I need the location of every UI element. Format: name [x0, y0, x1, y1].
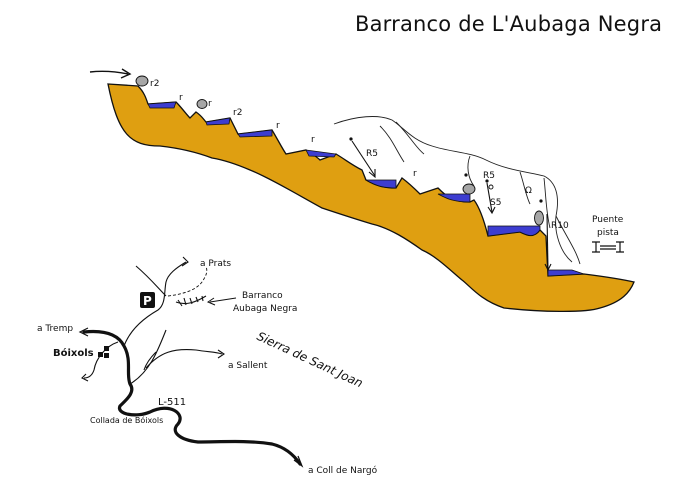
boulder-4	[534, 210, 544, 226]
anchor-3	[485, 179, 489, 183]
village-icon	[98, 346, 109, 358]
label-sierra: Sierra de Sant Joan	[255, 329, 365, 390]
bridge-icon	[592, 241, 624, 253]
boulder-3	[462, 183, 476, 195]
road-to-sallent	[145, 348, 223, 369]
label-omega: Ω	[525, 186, 532, 196]
entry-arrow	[89, 68, 132, 79]
ring-anchor	[488, 184, 494, 190]
parking-label: P	[143, 294, 152, 308]
label-s5: S5	[490, 198, 501, 208]
pool-3	[237, 129, 273, 138]
anchor-1	[349, 137, 353, 141]
pool-1	[147, 101, 177, 109]
label-r5-b: R5	[483, 171, 495, 181]
label-prats: a Prats	[200, 259, 231, 269]
label-r-e: r	[413, 169, 417, 179]
pool-4	[305, 149, 337, 158]
water-pools	[147, 101, 585, 277]
road-l511	[82, 329, 302, 466]
pool-8	[547, 269, 585, 277]
rappel-arrows	[351, 140, 552, 272]
label-r5-a: R5	[366, 149, 378, 159]
label-barranco-line1: Barranco	[242, 291, 283, 301]
canyon-rock-body	[107, 83, 635, 313]
location-map: P a Prats Barranco Aubaga Negra a Tremp …	[37, 256, 378, 476]
label-tremp: a Tremp	[37, 324, 73, 334]
canyon-stream-icon	[175, 295, 207, 307]
canyon-wall-lines	[333, 116, 581, 265]
bridge: Puente pista	[592, 215, 624, 253]
label-r-b: r	[208, 99, 212, 109]
label-barranco-line2: Aubaga Negra	[233, 304, 297, 314]
anchor-4	[539, 199, 543, 203]
label-collada: Collada de Bóixols	[90, 415, 163, 425]
label-road: L-511	[158, 397, 186, 408]
road-branch	[129, 329, 167, 385]
profile-labels: r2 r r r2 r r R5 r R5 S5 Ω R10	[150, 79, 569, 231]
boulder-2	[196, 99, 208, 109]
label-r-c: r	[276, 121, 280, 131]
label-r-a: r	[179, 93, 183, 103]
road-to-parking	[123, 261, 187, 347]
bridge-label-line1: Puente	[592, 215, 624, 225]
label-boixols: Bóixols	[53, 347, 94, 359]
label-r10: R10	[551, 221, 569, 231]
label-r-d: r	[311, 135, 315, 145]
pool-7	[487, 225, 541, 237]
parking-sign: P	[140, 292, 155, 308]
label-r2-top: r2	[150, 79, 159, 89]
boulder-1	[135, 75, 149, 87]
pool-6	[437, 193, 471, 203]
anchors	[349, 137, 543, 203]
bridge-label-line2: pista	[597, 228, 619, 238]
label-sallent: a Sallent	[228, 361, 268, 371]
trail-dashed	[167, 265, 208, 297]
road-small	[143, 351, 157, 371]
boulders	[135, 75, 544, 226]
pool-2	[205, 117, 231, 126]
label-nargo: a Coll de Nargó	[308, 465, 378, 476]
pool-5	[364, 179, 397, 189]
anchor-2	[464, 173, 468, 177]
road-side	[135, 265, 167, 297]
diagram-title: Barranco de L'Aubaga Negra	[355, 12, 663, 36]
label-r2-mid: r2	[233, 108, 242, 118]
